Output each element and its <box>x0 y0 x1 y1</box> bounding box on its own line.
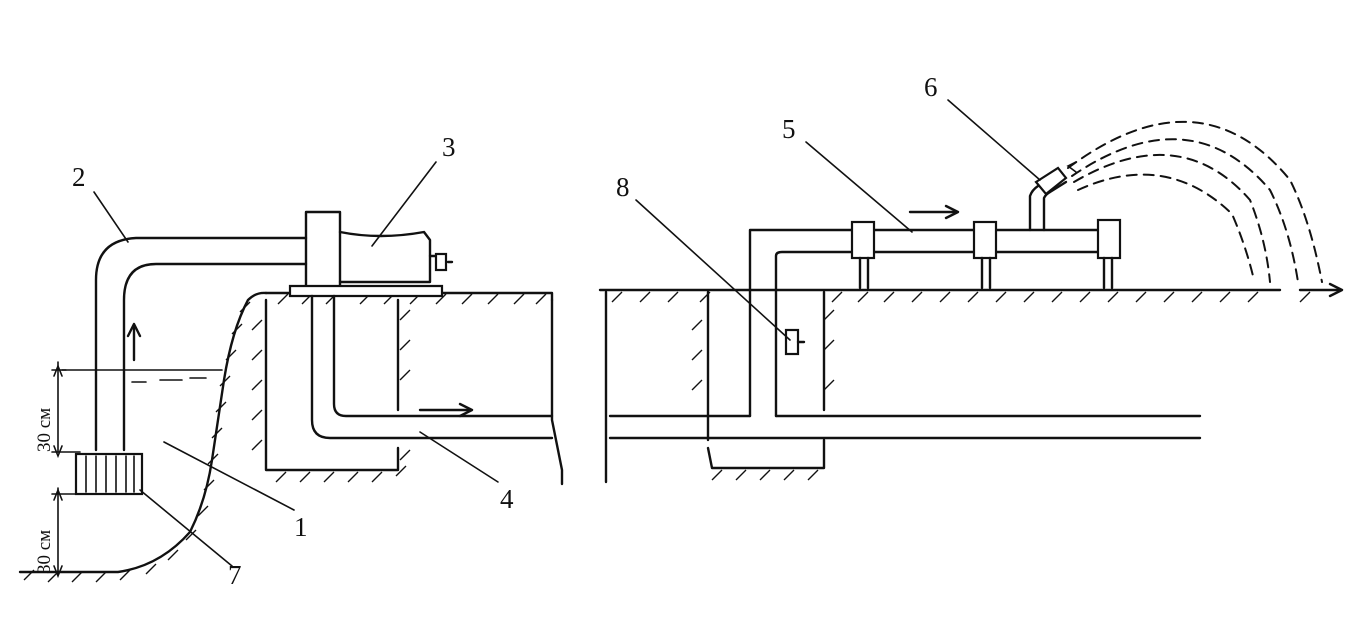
surface-pipe <box>850 204 1122 290</box>
strainer <box>74 452 144 496</box>
dimension-upper-label: 30 см <box>34 408 55 452</box>
dimension-lower: 30 см <box>34 487 81 579</box>
discharge-pipe-left <box>310 294 554 440</box>
pump <box>288 210 454 298</box>
sprinkler-nozzle <box>1028 166 1068 232</box>
valve <box>784 328 806 356</box>
label-6: 6 <box>924 72 938 102</box>
label-1: 1 <box>294 512 308 542</box>
label-7: 7 <box>228 560 242 590</box>
water-spray <box>1066 120 1323 283</box>
label-5: 5 <box>782 114 796 144</box>
dimension-lower-label: 30 см <box>34 530 55 574</box>
label-8: 8 <box>616 172 630 202</box>
left-ground-block <box>251 291 564 486</box>
label-2: 2 <box>72 162 86 192</box>
leader-lines <box>93 99 1041 567</box>
right-ground-block <box>598 282 1344 484</box>
suction-pipe <box>94 236 308 452</box>
dimension-upper: 30 см <box>34 361 81 459</box>
label-4: 4 <box>500 484 514 514</box>
buried-pipe-right <box>608 228 1202 440</box>
label-3: 3 <box>442 132 456 162</box>
reservoir-bank <box>18 291 268 583</box>
